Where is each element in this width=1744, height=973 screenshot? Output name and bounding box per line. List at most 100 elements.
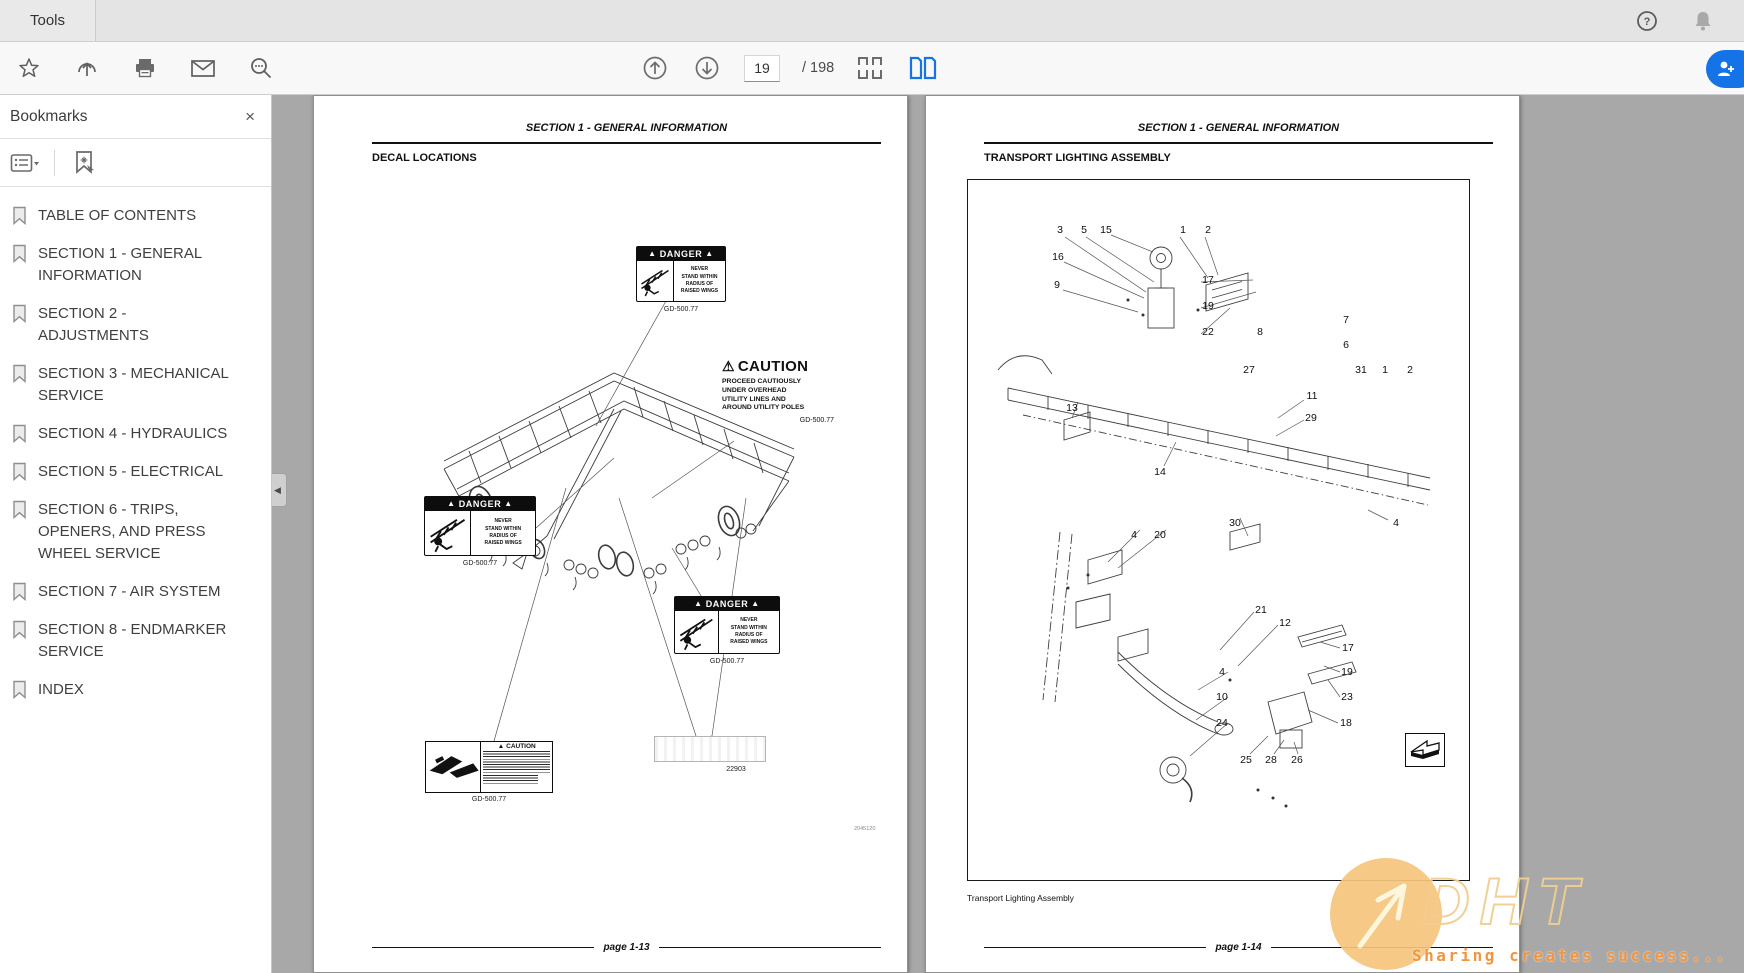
part-number-callout: 28 — [1265, 754, 1277, 766]
bookmarks-panel: Bookmarks × TABLE OF CONTENTS SECTION 1 … — [0, 95, 272, 973]
bookmark-item[interactable]: INDEX — [8, 671, 267, 709]
page-footer: page 1-13 — [372, 942, 882, 953]
page-number-label: page 1-14 — [1215, 942, 1262, 953]
part-number-callout: 19 — [1202, 300, 1214, 312]
part-number-callout: 25 — [1240, 754, 1252, 766]
notifications-bell-icon[interactable] — [1688, 6, 1718, 36]
share-for-review-button[interactable] — [1706, 50, 1744, 88]
caution-header: CAUTION — [506, 743, 536, 750]
next-page-icon[interactable] — [692, 53, 722, 83]
page-number-input[interactable] — [744, 54, 780, 82]
pdf-page-right: SECTION 1 - GENERAL INFORMATION TRANSPOR… — [925, 95, 1520, 973]
part-number-callout: 1 — [1180, 224, 1186, 236]
find-text-icon[interactable] — [246, 53, 276, 83]
page-number-label: page 1-13 — [603, 942, 650, 953]
transport-lighting-diagram — [997, 234, 1431, 808]
bookmark-icon — [13, 304, 26, 323]
bookmarks-panel-title: Bookmarks — [10, 107, 88, 125]
bookmark-icon — [13, 582, 26, 601]
bookmark-item-label: SECTION 7 - AIR SYSTEM — [38, 583, 221, 600]
bookmark-item[interactable]: SECTION 1 - GENERAL INFORMATION — [8, 235, 267, 295]
bookmark-icon — [13, 244, 26, 263]
bookmark-item[interactable]: SECTION 4 - HYDRAULICS — [8, 415, 267, 453]
bookmark-icon — [13, 206, 26, 225]
danger-pictogram — [637, 261, 674, 301]
part-number-callout: 4 — [1219, 666, 1225, 678]
print-icon[interactable] — [130, 53, 160, 83]
part-number-callout: 20 — [1154, 529, 1166, 541]
bookmark-item[interactable]: SECTION 2 - ADJUSTMENTS — [8, 295, 267, 355]
part-number-callout: 2 — [1407, 364, 1413, 376]
header-rule — [984, 142, 1493, 144]
part-number-callout: 29 — [1305, 412, 1317, 424]
part-number-callout: 17 — [1202, 274, 1214, 286]
page-section-header: SECTION 1 - GENERAL INFORMATION — [1137, 122, 1340, 134]
decal-code: GD-500.77 — [799, 417, 834, 425]
part-number-callout: 4 — [1393, 517, 1399, 529]
bookmark-item[interactable]: SECTION 8 - ENDMARKER SERVICE — [8, 611, 267, 671]
reflector-part-number: 22903 — [726, 766, 746, 773]
bookmarks-close-icon[interactable]: × — [245, 106, 255, 126]
previous-page-icon[interactable] — [640, 53, 670, 83]
warning-triangle-icon: ⚠ — [722, 358, 735, 374]
part-number-callout: 19 — [1341, 666, 1353, 678]
part-number-callout: 16 — [1052, 251, 1064, 263]
part-number-callout: 3 — [1057, 224, 1063, 236]
danger-text-line: RAISED WINGS — [680, 288, 719, 294]
document-viewport[interactable]: ◀ SECTION 1 - GENERAL INFORMATION DECAL … — [272, 95, 1744, 973]
part-number-callout: 27 — [1243, 364, 1255, 376]
part-number-callout: 12 — [1279, 617, 1291, 629]
decal-code: GD-500.77 — [709, 658, 745, 665]
favorites-star-icon[interactable] — [14, 53, 44, 83]
two-page-view-icon[interactable] — [908, 53, 938, 83]
caution-header: CAUTION — [737, 358, 809, 375]
tab-tools-label: Tools — [29, 12, 66, 29]
page-section-header: SECTION 1 - GENERAL INFORMATION — [525, 122, 728, 134]
bookmark-item-label: INDEX — [38, 681, 84, 698]
part-number-callout: 2 — [1205, 224, 1211, 236]
part-number-callout: 14 — [1154, 466, 1166, 478]
share-upload-icon[interactable] — [72, 53, 102, 83]
part-number-callout: 22 — [1202, 326, 1214, 338]
collapse-sidebar-handle[interactable]: ◀ — [272, 473, 287, 507]
bookmark-item-label: TABLE OF CONTENTS — [38, 207, 197, 224]
danger-decal-left: ▲DANGER▲ NEVER STAND WITHIN RADIUS OF RA… — [424, 496, 536, 556]
bookmark-item[interactable]: SECTION 7 - AIR SYSTEM — [8, 573, 267, 611]
bookmark-item[interactable]: SECTION 3 - MECHANICAL SERVICE — [8, 355, 267, 415]
part-number-callout: 7 — [1343, 314, 1349, 326]
bookmark-options-icon[interactable] — [10, 148, 40, 178]
warning-triangle-icon: ▲ — [705, 249, 714, 258]
danger-decal-top: ▲DANGER▲ NEVER STAND WITHIN RADIUS OF RA… — [636, 246, 726, 302]
warning-triangle-icon: ▲ — [497, 743, 505, 750]
decal-locations-title: DECAL LOCATIONS — [372, 152, 477, 164]
svg-text:?: ? — [1644, 16, 1651, 28]
watermark-tagline: Sharing creates success... — [1412, 946, 1728, 965]
tab-tools[interactable]: Tools — [0, 0, 96, 41]
caution-decal-small: ▲CAUTION — [425, 741, 553, 793]
part-number-callout: 31 — [1355, 364, 1367, 376]
part-number-callout: 1 — [1382, 364, 1388, 376]
part-number-callout: 24 — [1216, 717, 1228, 729]
bookmark-item[interactable]: SECTION 5 - ELECTRICAL — [8, 453, 267, 491]
bookmark-icon — [13, 462, 26, 481]
bookmark-item-label: SECTION 5 - ELECTRICAL — [38, 463, 224, 480]
bookmark-list: TABLE OF CONTENTS SECTION 1 - GENERAL IN… — [0, 187, 271, 709]
page-count-label: / 198 — [802, 60, 835, 76]
caution-pictogram — [426, 742, 482, 792]
part-number-callout: 15 — [1100, 224, 1112, 236]
figure-caption: Transport Lighting Assembly — [967, 893, 1074, 903]
bookmark-item[interactable]: TABLE OF CONTENTS — [8, 197, 267, 235]
bookmark-icon — [13, 620, 26, 639]
bookmark-item[interactable]: SECTION 6 - TRIPS, OPENERS, AND PRESS WH… — [8, 491, 267, 573]
front-direction-icon — [1405, 733, 1445, 767]
organize-pages-icon[interactable] — [856, 53, 886, 83]
caution-text-line: PROCEED CAUTIOUSLY — [722, 378, 802, 385]
email-icon[interactable] — [188, 53, 218, 83]
part-number-callout: 9 — [1054, 279, 1060, 291]
danger-pictogram — [425, 511, 472, 555]
expand-current-bookmark-icon[interactable] — [69, 148, 99, 178]
decal-code: GD-500.77 — [471, 796, 507, 803]
help-icon[interactable]: ? — [1632, 6, 1662, 36]
